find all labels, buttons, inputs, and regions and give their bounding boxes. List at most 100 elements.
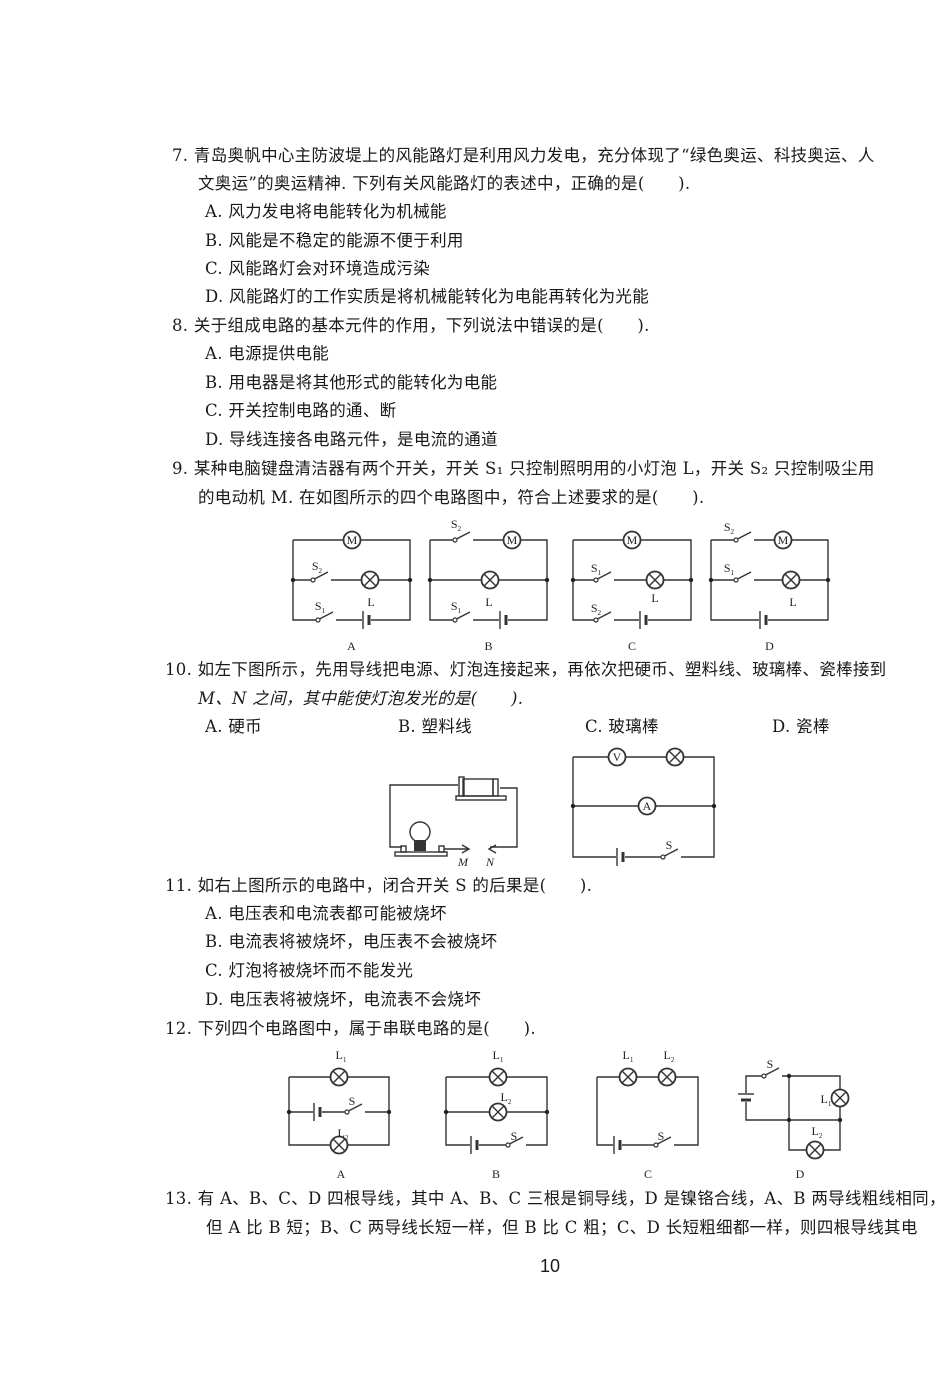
lamp-icon <box>360 570 380 590</box>
figure-label: L <box>651 591 658 605</box>
q10-option-d: D. 瓷棒 <box>772 717 830 736</box>
q10-option-c: C. 玻璃棒 <box>585 717 659 736</box>
figure-label: S1 <box>315 599 326 615</box>
figure-label: L1 <box>336 1048 347 1064</box>
lamp-icon <box>618 1067 638 1087</box>
q7-option-a: A. 风力发电将电能转化为机械能 <box>205 202 447 221</box>
figure-label: M <box>627 533 638 547</box>
figure-label: C <box>644 1167 652 1181</box>
switch-icon <box>310 571 331 583</box>
figure-label: S <box>349 1094 356 1108</box>
junction-dot <box>711 803 717 809</box>
battery-icon <box>613 1136 622 1154</box>
figure-label: L2 <box>501 1090 512 1106</box>
lamp-icon <box>830 1088 850 1108</box>
figure-label: M <box>347 533 358 547</box>
junction-dot <box>443 1109 449 1115</box>
switch-icon <box>593 611 614 623</box>
junction-dot <box>407 577 413 583</box>
wire <box>745 1075 841 1151</box>
q13-stem-line1: 13. 有 A、B、C、D 四根导线，其中 A、B、C 三根是铜导线，D 是镍铬… <box>165 1189 946 1208</box>
figure-label: S1 <box>451 599 462 615</box>
figure-label: A <box>643 799 652 813</box>
wire <box>490 787 518 848</box>
motor-icon: M <box>342 530 362 550</box>
figure-label: D <box>765 639 774 653</box>
wire <box>596 1076 699 1146</box>
figure-label: L2 <box>664 1048 675 1064</box>
arrow-icon <box>461 844 471 854</box>
lamp-icon <box>805 1140 825 1160</box>
q11-option-c: C. 灯泡将被烧坏而不能发光 <box>205 961 414 980</box>
switch-icon <box>761 1067 782 1079</box>
junction-dot <box>386 1109 392 1115</box>
lamp-icon <box>329 1067 349 1087</box>
junction-dot <box>544 577 550 583</box>
figure-label: L <box>367 595 374 609</box>
q8-option-b: B. 用电器是将其他形式的能转化为电能 <box>205 373 498 392</box>
figure-label: S2 <box>451 517 462 533</box>
figure-label: L2 <box>812 1124 823 1140</box>
q11-option-a: A. 电压表和电流表都可能被烧坏 <box>205 904 447 923</box>
lamp-icon <box>645 570 665 590</box>
lamp-icon <box>665 747 685 767</box>
figure-label: B <box>484 639 492 653</box>
junction-dot <box>290 577 296 583</box>
q10-stem-line2: M、N 之间，其中能使灯泡发光的是( ). <box>198 689 524 708</box>
q7-stem-line1: 7. 青岛奥帆中心主防波堤上的风能路灯是利用风力发电，充分体现了“绿色奥运、科技… <box>172 146 875 165</box>
q8-option-a: A. 电源提供电能 <box>205 344 330 363</box>
wire <box>389 784 458 848</box>
figure-label: L1 <box>821 1092 832 1108</box>
figure-label: M <box>507 533 518 547</box>
figure-label: L1 <box>623 1048 634 1064</box>
figure-label: S <box>666 838 673 852</box>
switch-icon <box>733 571 754 583</box>
figure-label: L1 <box>493 1048 504 1064</box>
switch-icon <box>315 611 336 623</box>
motor-icon: M <box>622 530 642 550</box>
junction-dot <box>286 1109 292 1115</box>
figure-label: N <box>485 855 495 869</box>
light-bulb-icon <box>394 821 448 857</box>
figure-label: D <box>796 1167 805 1181</box>
q13-stem-line2: 但 A 比 B 短；B、C 两导线长短一样，但 B 比 C 粗；C、D 长短粗细… <box>206 1218 918 1237</box>
battery-icon <box>313 1103 322 1121</box>
battery-icon <box>759 611 768 629</box>
junction-dot <box>570 803 576 809</box>
junction-dot <box>570 577 576 583</box>
q8-option-d: D. 导线连接各电路元件，是电流的通道 <box>205 430 498 449</box>
switch-icon <box>452 531 473 543</box>
junction-dot <box>544 1109 550 1115</box>
q11-option-d: D. 电压表将被烧坏，电流表不会烧坏 <box>205 990 482 1009</box>
battery-icon <box>616 848 625 866</box>
lamp-icon <box>657 1067 677 1087</box>
q9-stem-line2: 的电动机 M. 在如图所示的四个电路图中，符合上述要求的是( ). <box>198 488 705 507</box>
figure-label: M <box>778 533 789 547</box>
q11-option-b: B. 电流表将被烧坏，电压表不会被烧坏 <box>205 932 498 951</box>
ammeter-icon: A <box>637 796 657 816</box>
figure-label: S <box>658 1129 665 1143</box>
figure-label: S1 <box>591 561 602 577</box>
q11-stem: 11. 如右上图所示的电路中，闭合开关 S 的后果是( ). <box>165 876 593 895</box>
lamp-icon <box>781 570 801 590</box>
arrow-icon <box>487 844 497 854</box>
q12-stem: 12. 下列四个电路图中，属于串联电路的是( ). <box>165 1019 536 1038</box>
battery-icon <box>499 611 508 629</box>
figure-label: M <box>457 855 469 869</box>
junction-dot <box>708 577 714 583</box>
q10-option-b: B. 塑料线 <box>398 717 472 736</box>
figure-label: C <box>628 639 636 653</box>
q7-option-b: B. 风能是不稳定的能源不便于利用 <box>205 231 464 250</box>
junction-dot <box>786 1117 792 1123</box>
motor-icon: M <box>773 530 793 550</box>
battery-icon <box>470 1136 479 1154</box>
